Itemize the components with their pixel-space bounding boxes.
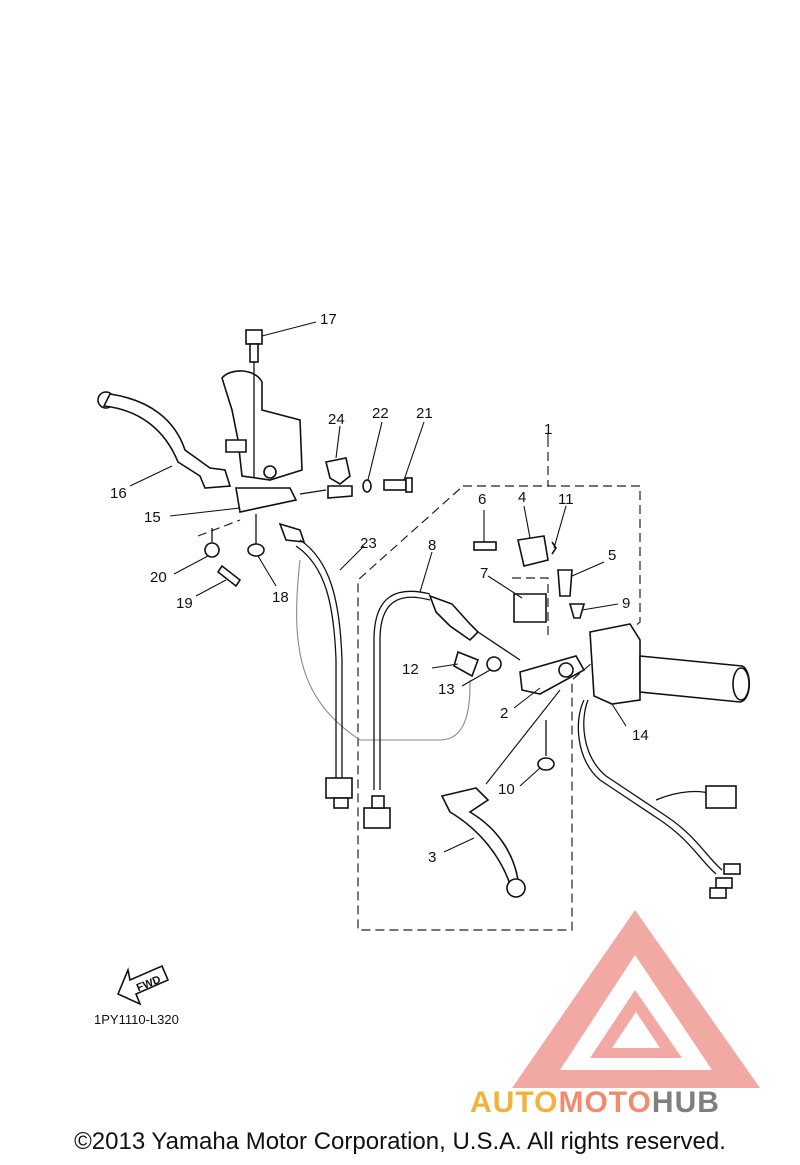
callout-18: 18	[272, 589, 289, 606]
callout-9: 9	[622, 595, 630, 612]
callout-22: 22	[372, 405, 389, 422]
switch-harness	[577, 699, 741, 899]
screw	[568, 603, 586, 619]
fwd-arrow-icon: FWD	[116, 964, 170, 1006]
bolt	[245, 329, 263, 478]
callout-19: 19	[176, 595, 193, 612]
callout-23: 23	[360, 535, 377, 552]
lever-holder	[221, 370, 303, 513]
logo-hub: HUB	[651, 1086, 720, 1119]
callout-21: 21	[416, 405, 433, 422]
pivot-bolt	[473, 541, 497, 551]
callout-13: 13	[438, 681, 455, 698]
callout-labels: 1 2 3 4 5 6 7 8 9 10 11 12 13 14 15 16 1…	[110, 311, 649, 866]
handlebar-switch	[589, 623, 751, 705]
lever-bolt	[557, 569, 573, 597]
clamp-guide	[299, 489, 327, 495]
callout-7: 7	[480, 565, 488, 582]
callout-3: 3	[428, 849, 436, 866]
callout-15: 15	[144, 509, 161, 526]
switch-kit	[513, 593, 547, 623]
callout-14: 14	[632, 727, 649, 744]
logo-moto: MOTO	[558, 1086, 652, 1119]
clutch-lever	[97, 391, 232, 489]
clamp	[325, 457, 353, 499]
callout-4: 4	[518, 489, 526, 506]
callout-12: 12	[402, 661, 419, 678]
copyright-notice: ©2013 Yamaha Motor Corporation, U.S.A. A…	[74, 1128, 726, 1155]
brake-switch-cable	[363, 590, 521, 829]
callout-2: 2	[500, 705, 508, 722]
callout-20: 20	[150, 569, 167, 586]
callout-1: 1	[544, 421, 552, 438]
lever-bracket	[519, 655, 586, 695]
collar	[486, 656, 502, 672]
nut	[204, 542, 220, 558]
automotohub-logo: AUTOMOTOHUB	[470, 1086, 720, 1120]
group-15-outline	[197, 519, 241, 537]
callout-5: 5	[608, 547, 616, 564]
callout-6: 6	[478, 491, 486, 508]
clutch-switch-cable	[278, 522, 353, 809]
washer	[362, 479, 372, 493]
leader-lines	[129, 321, 627, 853]
brake-switch	[517, 535, 549, 567]
callout-11: 11	[558, 491, 574, 508]
callout-10: 10	[498, 781, 515, 798]
callout-8: 8	[428, 537, 436, 554]
diagram-code: 1PY1110-L320	[94, 1012, 179, 1027]
adjuster-bolt	[216, 564, 242, 588]
assembly-outline	[357, 485, 641, 931]
group-7-outline	[512, 577, 549, 640]
logo-auto: AUTO	[470, 1086, 559, 1119]
cable-routing-ghost	[296, 559, 471, 741]
callout-17: 17	[320, 311, 337, 328]
pivot-washer	[558, 662, 574, 678]
automotohub-logo-mark	[512, 910, 760, 1088]
spring	[453, 650, 480, 678]
lever-nut	[537, 757, 555, 771]
locknut	[247, 543, 265, 557]
brake-lever	[440, 787, 526, 898]
callout-24: 24	[328, 411, 345, 428]
holder-bolt	[383, 477, 413, 493]
callout-16: 16	[110, 485, 127, 502]
